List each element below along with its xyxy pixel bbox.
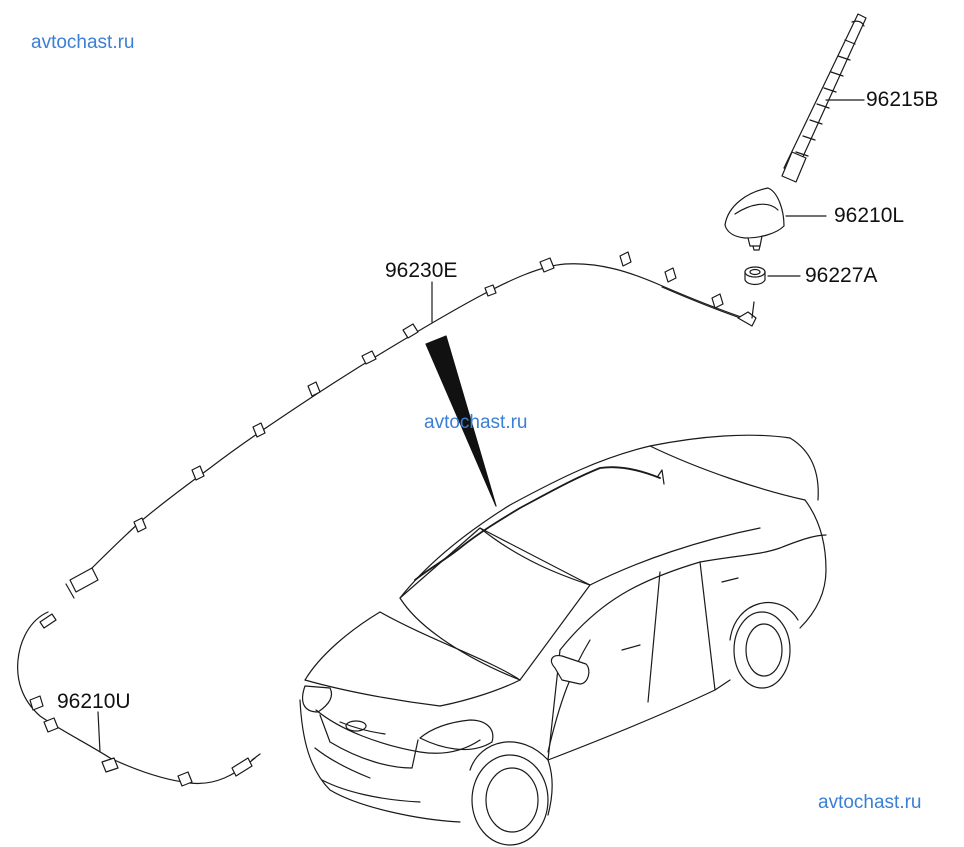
main-cable <box>65 251 757 599</box>
watermark-bottom-right: avtochast.ru <box>818 792 922 813</box>
car-illustration <box>299 434 827 846</box>
part-label-96215B: 96215B <box>866 88 939 111</box>
lower-cable <box>17 611 261 787</box>
leader-96210U <box>97 711 101 753</box>
mounting-nut <box>744 266 766 286</box>
antenna-base <box>724 187 785 251</box>
watermark-center: avtochast.ru <box>424 412 528 433</box>
part-label-96210U: 96210U <box>57 690 131 713</box>
antenna-rod <box>781 13 867 183</box>
part-label-96210L: 96210L <box>834 204 905 227</box>
part-label-96227A: 96227A <box>805 264 878 287</box>
pointer-wedge <box>425 335 497 507</box>
watermark-top-left: avtochast.ru <box>31 32 135 53</box>
part-label-96230E: 96230E <box>385 259 458 282</box>
